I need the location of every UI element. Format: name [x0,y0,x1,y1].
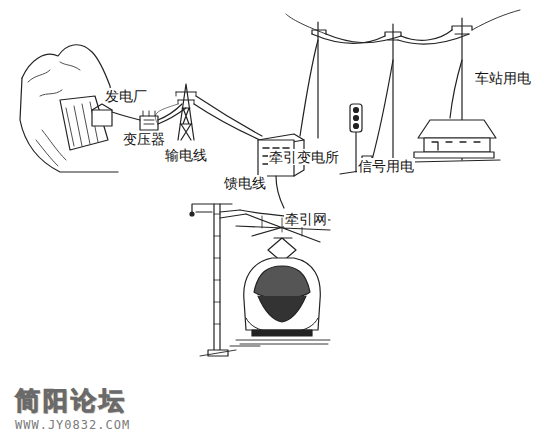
plant-label: 发电厂 [104,88,148,104]
traction-net-label: 牵引网 [284,211,328,227]
feeder-label: 馈电线 [223,175,267,191]
substation-label: 牵引变电所 [268,149,340,165]
watermark: 简阳论坛 [14,387,128,416]
transmission-line-label: 输电线 [164,147,208,163]
watermark-url: WWW.JY0832.COM [14,419,131,433]
signal-power-label: 信号用电 [357,158,415,174]
station-power-label: 车站用电 [474,70,532,86]
transformer-label: 变压器 [122,131,166,147]
